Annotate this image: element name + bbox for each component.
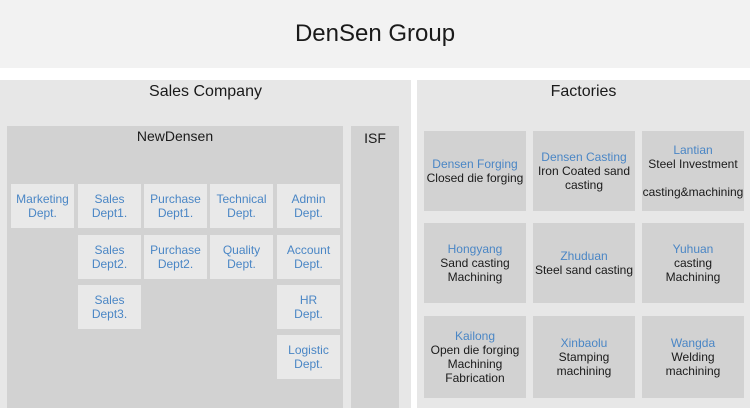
factory-name: Lantian [673,143,713,157]
factory-desc: Steel Investment casting&machining [642,157,744,199]
dept-sales-1: Sales Dept1. [78,184,141,228]
factory-name: Wangda [670,336,716,350]
factories-title: Factories [550,83,617,100]
factory-kailong: Kailong Open die forging Machining Fabri… [424,316,526,398]
factory-desc: Sand casting Machining [440,256,510,284]
factory-densen-casting: Densen Casting Iron Coated sand casting [533,131,635,211]
factory-desc: Iron Coated sand casting [537,164,631,192]
isf-title: ISF [364,130,386,146]
factory-densen-forging: Densen Forging Closed die forging [424,131,526,211]
dept-purchase-1: Purchase Dept1. [144,184,207,228]
factory-name: Kailong [454,329,496,343]
dept-logistic: Logistic Dept. [277,335,340,379]
factory-lantian: Lantian Steel Investment casting&machini… [642,131,744,211]
factory-desc: Open die forging Machining Fabrication [430,343,520,385]
factory-name: Yuhuan [672,242,714,256]
factory-desc: Welding machining [665,350,721,378]
factory-yuhuan: Yuhuan casting Machining [642,223,744,303]
factory-name: Hongyang [447,242,503,256]
factory-wangda: Wangda Welding machining [642,316,744,398]
factory-name: Densen Casting [541,150,627,164]
dept-hr: HR Dept. [277,285,340,329]
factory-xinbaolu: Xinbaolu Stamping machining [533,316,635,398]
isf-box: ISF [351,126,399,408]
header-band: DenSen Group [0,0,750,68]
dept-purchase-2: Purchase Dept2. [144,235,207,279]
factory-desc: Steel sand casting [534,263,634,277]
header-divider [0,68,750,80]
factory-name: Zhuduan [560,249,608,263]
factory-desc: Closed die forging [426,171,524,185]
dept-admin: Admin Dept. [277,184,340,228]
group-title: DenSen Group [294,20,456,47]
dept-quality: Quality Dept. [210,235,273,279]
newdensen-title: NewDensen [136,128,214,144]
sales-company-title: Sales Company [149,83,262,100]
dept-technical: Technical Dept. [210,184,273,228]
factory-desc: Stamping machining [556,350,612,378]
factory-name: Xinbaolu [560,336,608,350]
factory-zhuduan: Zhuduan Steel sand casting [533,223,635,303]
dept-marketing: Marketing Dept. [11,184,74,228]
dept-sales-3: Sales Dept3. [78,285,141,329]
dept-account: Account Dept. [277,235,340,279]
dept-sales-2: Sales Dept2. [78,235,141,279]
factory-hongyang: Hongyang Sand casting Machining [424,223,526,303]
factory-desc: casting Machining [665,256,721,284]
factory-name: Densen Forging [432,157,518,171]
panel-gap [411,80,417,408]
